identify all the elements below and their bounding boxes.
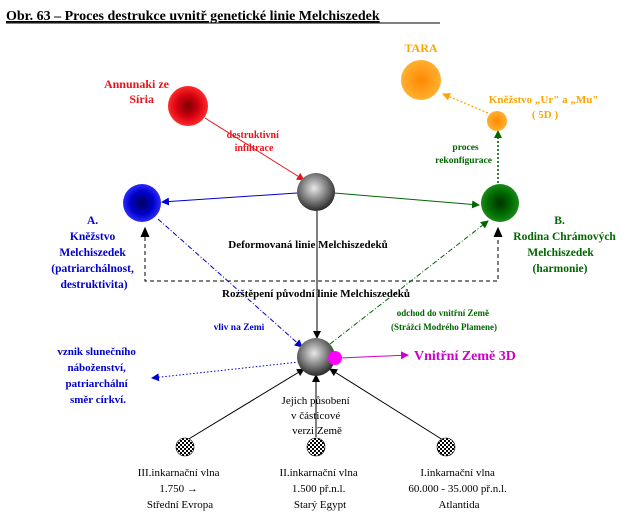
edge-departure (329, 220, 489, 345)
wave-3-sphere (175, 437, 195, 457)
a-branch-sphere (123, 184, 161, 222)
edge-split-bracket (144, 230, 499, 282)
wave-3-label: III.inkarnační vlna 1.750 → Střední Evro… (138, 467, 223, 511)
ur-mu-label: Kněžstvo „Ur" a „Mu" ( 5D ) (489, 94, 601, 121)
deformed-sphere (297, 173, 335, 211)
center-effect-label: Jejich působení v částicové verzi Země (282, 395, 353, 437)
annunaki-label: Annunaki ze Síria (104, 77, 172, 106)
figure-title: Obr. 63 – Proces destrukce uvnitř geneti… (6, 9, 380, 24)
departure-label: odchod do vnitřní Země (Strážci Modrého … (391, 308, 497, 332)
edge-split-arrow-a (140, 226, 150, 238)
b-branch-sphere (481, 184, 519, 222)
wave-1-sphere (436, 437, 456, 457)
split-label: Rozštěpení původní linie Melchiszedeků (222, 288, 410, 300)
deformed-label: Deformovaná linie Melchiszedeků (228, 239, 387, 251)
wave-2-label: II.inkarnační vlna 1.500 př.n.l. Starý E… (280, 467, 361, 511)
religions-label: vznik slunečního náboženství, patriarchá… (57, 346, 138, 406)
reconfig-label: proces rekonfigurace (435, 143, 492, 166)
edge-infiltration (204, 117, 305, 181)
infiltration-label: destruktivní infiltrace (227, 130, 282, 154)
edge-deformed-to-b (333, 192, 480, 209)
inner-earth-label: Vnitřní Země 3D (414, 349, 516, 364)
edge-wave-3 (186, 368, 305, 441)
tara-sphere (401, 60, 441, 100)
annunaki-sphere (168, 86, 208, 126)
edge-inner-earth (340, 351, 409, 360)
edge-religions (151, 361, 300, 382)
edge-wave-1 (329, 368, 444, 441)
wave-1-label: I.inkarnační vlna 60.000 - 35.000 př.n.l… (408, 467, 509, 511)
influence-label: vliv na Zemi (214, 323, 265, 333)
b-branch-label: B. Rodina Chrámových Melchiszedek (harmo… (513, 215, 618, 275)
tara-label: TARA (404, 41, 437, 55)
edge-ur-to-tara (442, 93, 489, 114)
wave-2-sphere (306, 437, 326, 457)
edge-influence (157, 218, 303, 348)
a-branch-label: A. Kněžstvo Melchiszedek (patriarchálnos… (51, 215, 136, 291)
edge-deformed-to-a (161, 192, 298, 206)
ur-mu-sphere (487, 111, 507, 131)
magenta-dot (328, 351, 342, 365)
edge-split-arrow-b (493, 226, 503, 238)
center-sphere (297, 338, 335, 376)
